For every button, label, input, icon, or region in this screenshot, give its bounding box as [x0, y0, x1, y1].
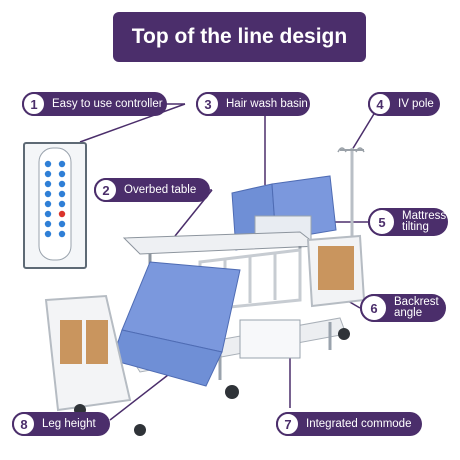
callout-number: 8: [12, 412, 36, 436]
callout-label-line2: tilting: [402, 221, 429, 233]
callout-label: Leg height: [42, 417, 96, 430]
page-title-text: Top of the line design: [131, 25, 348, 48]
callout-label: Easy to use controller: [52, 97, 163, 110]
remote-controller: [23, 142, 87, 269]
callout-label-line2: angle: [394, 307, 423, 319]
casters: [74, 328, 350, 436]
callout-number: 6: [360, 294, 388, 322]
leg-mattress: [111, 261, 241, 387]
commode: [239, 319, 301, 359]
callout-number: 3: [196, 92, 220, 116]
callout-iv-pole: 4 IV pole: [368, 92, 440, 116]
callout-label: Hair wash basin: [226, 97, 308, 110]
callout-number: 1: [22, 92, 46, 116]
callout-leg-height: 8 Leg height: [12, 412, 110, 436]
callout-label: Backrest angle: [394, 296, 439, 319]
callout-label-line1: Backrest: [394, 296, 439, 308]
callout-mattress-tilting: 5 Mattress tilting: [368, 208, 448, 236]
callout-integrated-commode: 7 Integrated commode: [276, 412, 422, 436]
page-title: Top of the line design: [113, 12, 366, 62]
callout-label: Integrated commode: [306, 417, 412, 430]
callout-label: IV pole: [398, 97, 434, 110]
remote-controller-body: [38, 147, 72, 261]
head-board: [306, 234, 366, 308]
callout-easy-to-use-controller: 1 Easy to use controller: [22, 92, 167, 116]
callout-number: 5: [368, 208, 396, 236]
remote-buttons: [44, 160, 66, 238]
callout-label-line1: Mattress: [402, 210, 447, 222]
callout-number: 7: [276, 412, 300, 436]
foot-board: [44, 294, 132, 412]
callout-backrest-angle: 6 Backrest angle: [360, 294, 446, 322]
callout-number: 2: [94, 178, 118, 202]
callout-overbed-table: 2 Overbed table: [94, 178, 210, 202]
callout-number: 4: [368, 92, 392, 116]
callout-hair-wash-basin: 3 Hair wash basin: [196, 92, 310, 116]
callout-label: Overbed table: [124, 183, 197, 196]
callout-label: Mattress tilting: [402, 210, 447, 233]
